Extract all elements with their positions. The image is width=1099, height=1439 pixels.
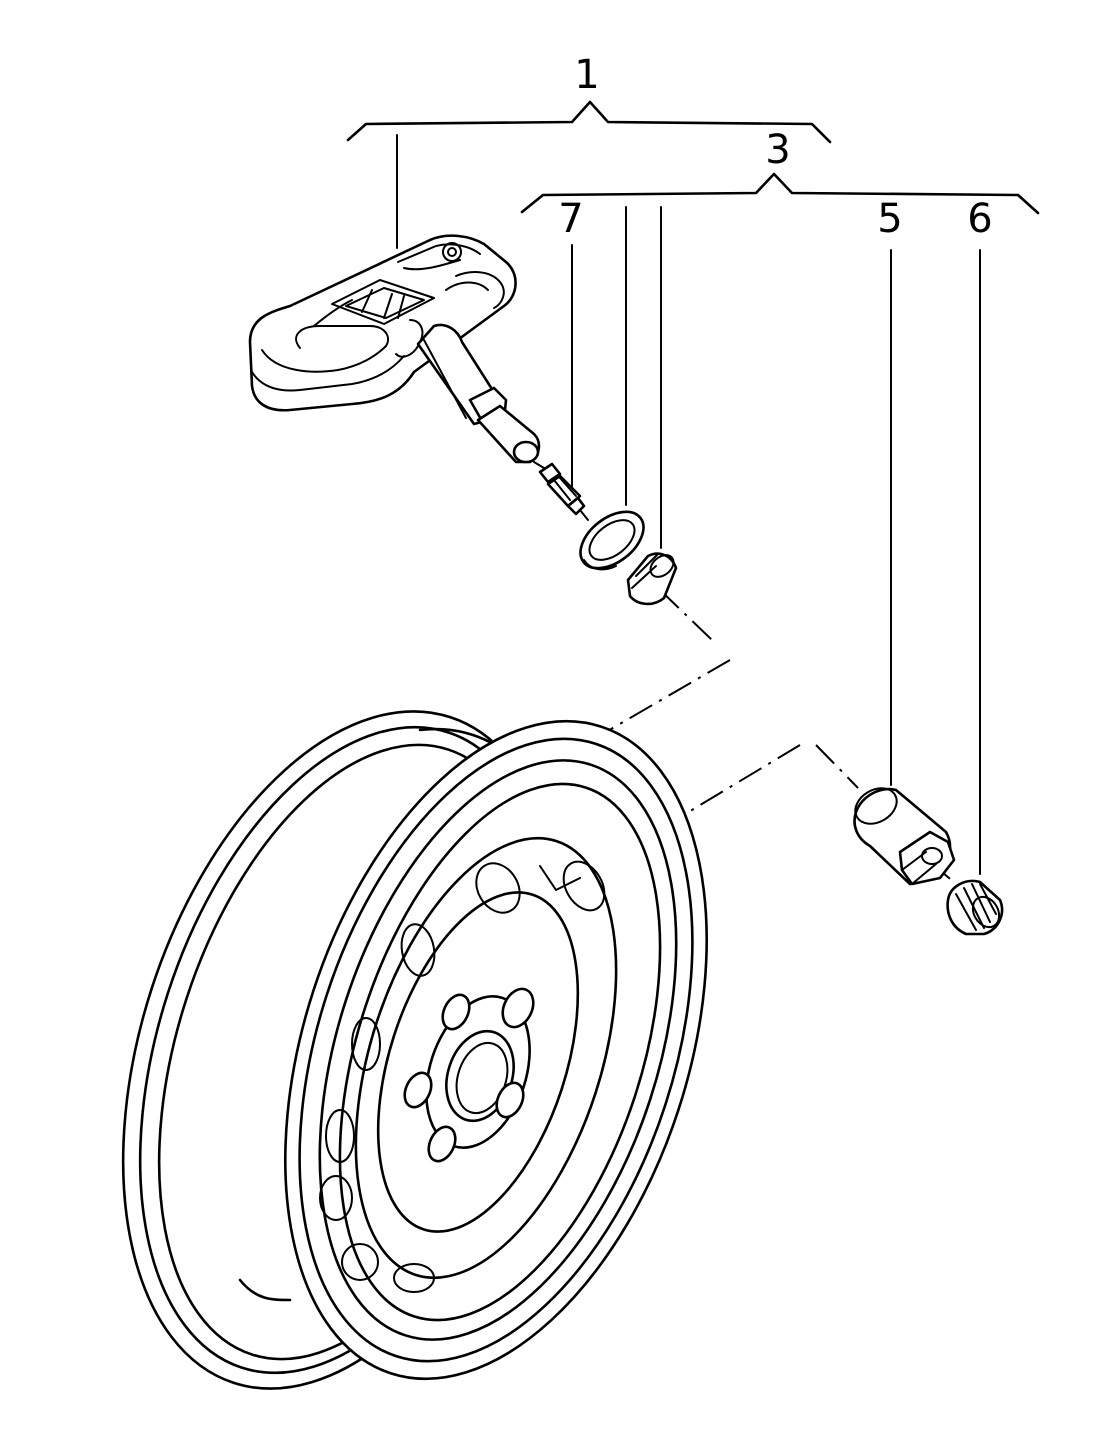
- valve-grommet-icon: [626, 552, 678, 606]
- callout-5: 5: [877, 196, 902, 242]
- steel-wheel-rim-icon: [121, 710, 708, 1390]
- valve-seal-ring-icon: [579, 510, 645, 571]
- tire-pressure-sensor-icon: [248, 234, 545, 469]
- callout-6: 6: [967, 196, 992, 242]
- valve-cap-icon: [946, 879, 1004, 936]
- valve-nut-icon: [853, 787, 956, 886]
- leader-lines: [396, 134, 981, 875]
- callout-1: 1: [574, 52, 599, 98]
- valve-core-icon: [538, 462, 589, 521]
- brace-3: [520, 172, 1040, 215]
- callout-3: 3: [765, 127, 790, 173]
- callout-7: 7: [558, 196, 583, 242]
- brace-1: [346, 100, 832, 144]
